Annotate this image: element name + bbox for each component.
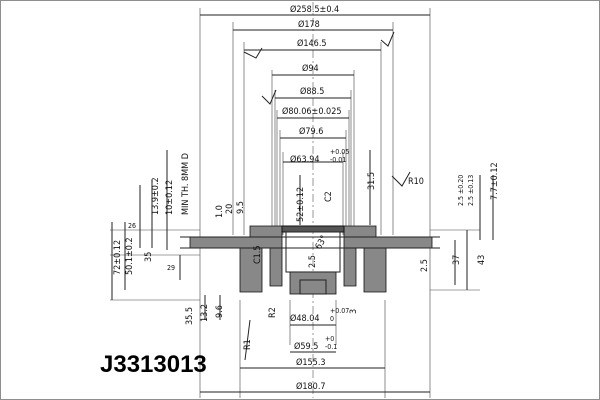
label-r1: R1 (243, 339, 253, 350)
label-10-0-12: 10±0.12 (165, 180, 175, 215)
label-2-5-top: 2.5 ±0.13 (467, 175, 475, 206)
part-section (110, 225, 480, 361)
dimension-labels: Ø258.5±0.4 Ø178 Ø146.5 Ø94 Ø88.5 Ø80.06±… (113, 4, 500, 392)
label-7-7: 7.7±0.12 (490, 162, 500, 200)
label-c2: C2 (324, 191, 334, 202)
label-13-9: 13.9±0.2 (151, 177, 161, 215)
label-35-5: 35.5 (185, 307, 195, 325)
label-20: 20 (225, 204, 235, 214)
label-h-52: 52±0.12 (296, 187, 306, 222)
label-2-5-b: 2.5 (420, 259, 430, 272)
label-d-94: Ø94 (302, 63, 319, 74)
label-43: 43 (477, 255, 487, 265)
label-d-79-6: Ø79.6 (299, 126, 323, 137)
label-26: 26 (128, 222, 136, 230)
label-d-59-5-upper: +0 (325, 335, 334, 343)
label-d-63-94-upper: +0.05 (330, 148, 349, 156)
label-37: 37 (452, 255, 462, 265)
label-d-48-04-lower: 0 (330, 315, 334, 323)
label-9-5: 9.5 (236, 201, 246, 214)
label-72: 72±0.12 (113, 240, 123, 275)
label-d-outer: Ø258.5±0.4 (290, 4, 339, 15)
label-29: 29 (167, 264, 175, 272)
label-2-5-a: 2.5 (308, 255, 318, 268)
label-9-6: 9.6 (215, 305, 225, 318)
label-d-59-5: Ø59.5 (294, 341, 318, 352)
label-r10: R10 (408, 177, 424, 187)
label-h-31-5: 31.5 (367, 172, 377, 190)
label-3: 3 (349, 309, 359, 314)
label-d-180-7: Ø180.7 (296, 381, 326, 392)
label-d-80-06: Ø80.06±0.025 (282, 106, 342, 117)
dimension-lines (200, 14, 430, 393)
label-d-63-94-lower: -0.01 (330, 156, 346, 164)
label-d-63-94: Ø63.94 (290, 154, 320, 165)
label-d-178: Ø178 (298, 19, 320, 30)
label-min-th: MIN TH. 8MM D (181, 153, 191, 215)
label-13-2: 13.2 (200, 304, 210, 322)
surface-finish-symbols (243, 31, 411, 187)
label-d-146-5: Ø146.5 (297, 38, 327, 49)
extension-lines (199, 8, 431, 398)
label-2-5-mid: 2.5 ±0.20 (457, 175, 465, 206)
label-d-59-5-lower: -0.1 (325, 343, 337, 351)
label-50-1: 50.1±0.2 (125, 237, 135, 275)
label-d-88-5: Ø88.5 (300, 86, 324, 97)
part-number: J3313013 (100, 351, 207, 378)
label-d-48-04-upper: +0.07 (330, 307, 349, 315)
label-35: 35 (144, 252, 154, 262)
label-r2: R2 (268, 307, 278, 318)
label-d-48-04: Ø48.04 (290, 313, 320, 324)
label-1-0: 1.0 (215, 205, 225, 218)
label-d-155-3: Ø155.3 (296, 357, 326, 368)
label-c1-5: C1.5 (253, 245, 263, 264)
side-dimension-lines (111, 150, 494, 320)
